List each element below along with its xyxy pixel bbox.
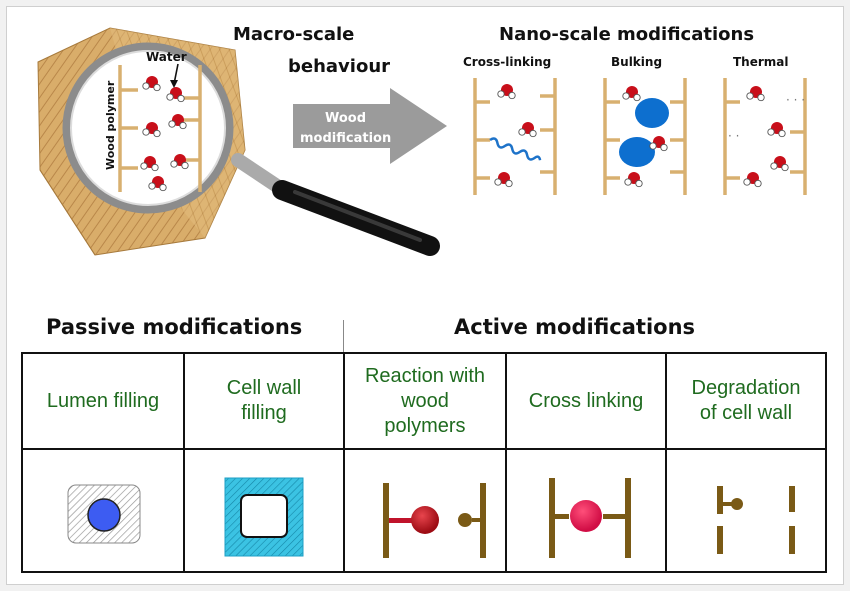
svg-text:· ·: · · (728, 129, 739, 143)
label-reaction-3: polymers (384, 414, 466, 437)
lumen-filling-icon (67, 484, 141, 544)
svg-text:· · ·: · · · (786, 93, 805, 107)
water-label: Water (146, 50, 187, 64)
reaction-icon (383, 483, 486, 558)
cell-cross-linking: Cross linking (507, 354, 665, 448)
active-header: Active modifications (454, 315, 696, 339)
cross-linking-icon (549, 478, 631, 558)
top-graphics: · · · · · (37, 27, 807, 256)
wood-polymer-label: Wood polymer (104, 80, 117, 170)
label-reaction-1: Reaction with (364, 364, 486, 387)
subtitle-crosslinking: Cross-linking (463, 55, 552, 69)
subtitle-thermal: Thermal (733, 55, 789, 69)
arrow-label-line1: Wood (325, 111, 367, 126)
modification-arrow (293, 88, 447, 164)
label-reaction-2: wood (401, 389, 449, 412)
label-cell-wall-2: filling (241, 402, 287, 424)
cell-reaction: Reaction with wood polymers (345, 354, 505, 448)
subtitle-bulking: Bulking (611, 55, 663, 69)
col-divider-2 (343, 354, 345, 571)
cell-wall-filling-icon (224, 477, 304, 557)
nano-title: Nano-scale modifications (499, 24, 755, 45)
thermal-diagram: · · · · · (723, 78, 807, 195)
label-cell-wall-1: Cell wall (226, 377, 302, 399)
cell-lumen-filling: Lumen filling (23, 354, 183, 448)
arrow-label-line2: modification (300, 131, 392, 146)
magnifier-lens (62, 42, 234, 214)
label-row: Lumen filling Cell wall filling Reaction… (23, 354, 825, 450)
cell-cell-wall-filling: Cell wall filling (185, 354, 343, 448)
cell-degradation: Degradation of cell wall (667, 354, 825, 448)
label-cross-linking: Cross linking (528, 389, 644, 412)
col-divider-1 (183, 354, 185, 571)
crosslinking-diagram (473, 78, 557, 195)
header-divider (343, 320, 344, 352)
label-lumen-filling: Lumen filling (46, 389, 160, 412)
macro-title-line2: behaviour (288, 56, 391, 77)
macro-title-line1: Macro-scale (233, 24, 355, 45)
bulking-diagram (603, 78, 687, 195)
degradation-icon (717, 486, 795, 554)
label-degradation-1: Degradation (691, 377, 801, 399)
label-degradation-2: of cell wall (699, 402, 793, 424)
col-divider-3 (505, 354, 507, 571)
magnifier-handle (231, 153, 440, 256)
modification-table: Lumen filling Cell wall filling Reaction… (21, 352, 827, 573)
icon-row (67, 477, 795, 558)
passive-header: Passive modifications (46, 315, 303, 339)
col-divider-4 (665, 354, 667, 571)
